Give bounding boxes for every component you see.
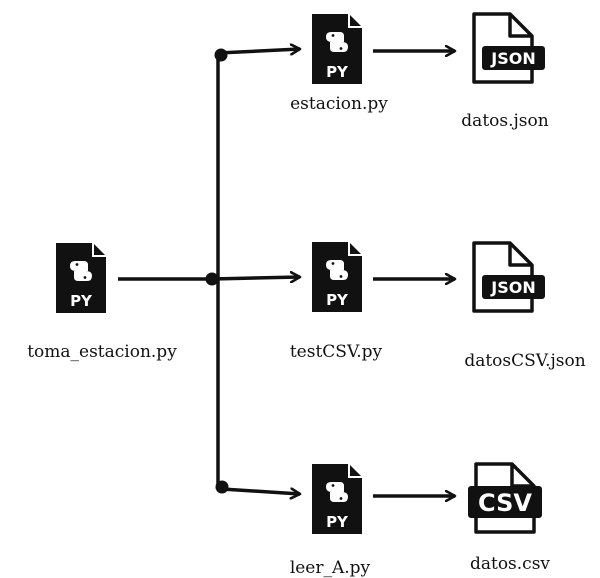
branch-to-leer-arrow [221,487,300,494]
datoscsv-json-node[interactable]: JSON datosCSV.json [464,241,586,371]
junction-dot-middle [205,272,219,286]
toma-estacion-node[interactable]: PY toma_estacion.py [27,243,177,362]
junction-dot-bottom [215,480,229,494]
testcsv-node[interactable]: PY testCSV.py [290,242,383,362]
datos-json-label: datos.json [461,111,548,131]
leer-a-label: leer_A.py [290,558,371,578]
csv-file-icon: CSV [468,462,542,534]
datoscsv-json-label: datosCSV.json [464,351,585,371]
py-badge: PY [326,513,349,531]
json-file-icon: JSON [472,12,545,84]
datos-csv-label: datos.csv [470,554,550,574]
py-badge: PY [326,63,349,81]
json-badge: JSON [490,278,535,297]
python-file-icon: PY [312,464,362,534]
python-file-icon: PY [312,242,362,312]
toma-estacion-label: toma_estacion.py [27,342,177,362]
python-file-icon: PY [312,14,362,84]
leer-a-node[interactable]: PY leer_A.py [290,464,371,578]
estacion-node[interactable]: PY estacion.py [290,14,388,114]
estacion-label: estacion.py [290,94,388,114]
datos-csv-node[interactable]: CSV datos.csv [468,462,550,574]
datos-json-node[interactable]: JSON datos.json [461,12,549,131]
branch-to-testcsv-arrow [211,277,300,279]
py-badge: PY [70,292,93,310]
json-badge: JSON [490,49,535,68]
junctions [205,48,229,494]
testcsv-label: testCSV.py [290,342,383,362]
connectors [118,49,455,496]
py-badge: PY [326,291,349,309]
branch-to-estacion-arrow [217,49,300,53]
python-file-icon: PY [56,243,106,313]
junction-dot-top [214,48,228,62]
json-file-icon: JSON [472,241,545,313]
csv-badge: CSV [478,489,532,517]
